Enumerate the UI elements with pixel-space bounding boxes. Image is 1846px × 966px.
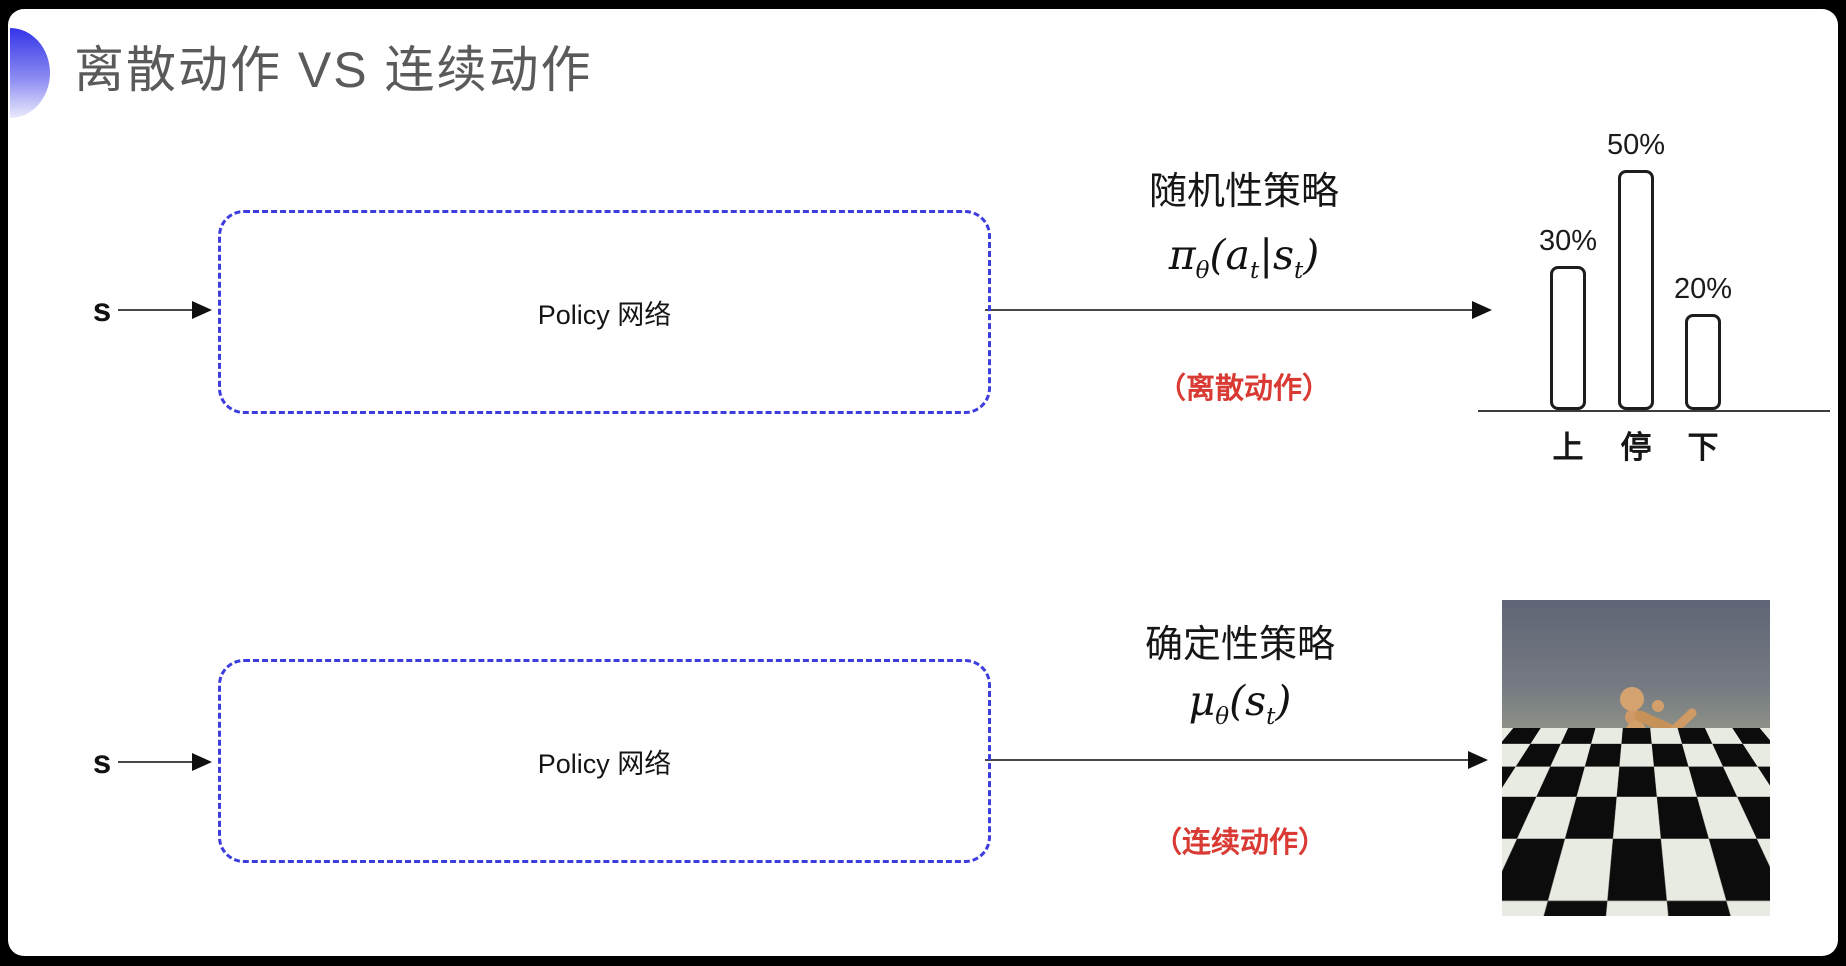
bar-column: 20% [1671,273,1735,410]
policy-network-box-top: Policy 网络 [218,210,991,414]
bar-category-label: 停 [1620,430,1652,465]
bar-value-label: 20% [1673,273,1733,305]
stochastic-policy-title: 随机性策略 [1148,171,1339,213]
policy-box-label-top: Policy 网络 [537,299,672,330]
bar-column: 50% [1604,129,1668,410]
page-title: 离散动作 VS 连续动作 [74,42,593,98]
state-input-label-bottom: s [92,743,112,780]
bar [1685,314,1721,410]
slide-card: 离散动作 VS 连续动作 s Policy 网络 随机性策略 πθ(at|st)… [8,9,1838,956]
stochastic-policy-formula: πθ(at|st) [1168,231,1320,285]
humanoid-figure-icon [1590,687,1698,877]
discrete-action-note: （离散动作） [1156,373,1331,405]
state-input-label-top: s [92,291,112,328]
policy-network-box-bottom: Policy 网络 [218,659,991,863]
accent-half-circle-icon [10,28,50,118]
bar-category-label: 上 [1552,430,1584,465]
bar-value-label: 30% [1538,225,1598,257]
bar-category-label: 下 [1687,430,1719,465]
probability-bar-chart: 30% 50% 20% 上 停下 [1478,110,1830,465]
bar-value-label: 50% [1606,129,1666,161]
deterministic-policy-title: 确定性策略 [1144,624,1335,666]
deterministic-policy-formula: μθ(st) [1188,677,1292,731]
humanoid-simulation-image [1502,600,1770,916]
continuous-action-note: （连续动作） [1152,827,1327,859]
bar [1550,266,1586,410]
policy-box-label-bottom: Policy 网络 [537,748,672,779]
bar-column: 30% [1536,225,1600,410]
bar [1618,170,1654,410]
